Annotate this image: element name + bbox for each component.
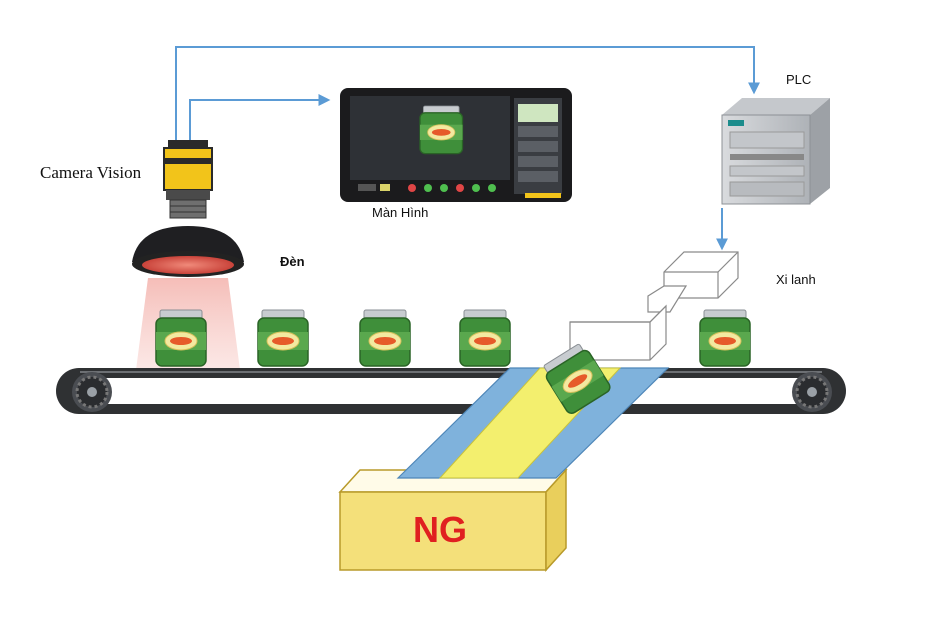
lamp-label: Đèn — [280, 254, 305, 269]
ng-label: NG — [413, 509, 467, 550]
reject-bin-front — [339, 468, 567, 572]
wire-camera-to-screen — [189, 94, 331, 140]
plc-label: PLC — [786, 72, 812, 87]
cylinder-label: Xi lanh — [776, 272, 816, 287]
plc-icon — [721, 98, 830, 205]
jar-item — [359, 309, 411, 367]
jar-item — [257, 309, 309, 367]
wire-camera-to-plc — [175, 46, 760, 140]
jar-item — [155, 309, 207, 367]
cylinder-icon — [569, 251, 739, 361]
screen-label: Màn Hình — [372, 205, 429, 220]
camera-vision-icon — [163, 140, 213, 219]
conveyor-belt — [56, 368, 846, 414]
right-sprocket-icon — [792, 372, 832, 412]
camera-label: Camera Vision — [40, 163, 142, 182]
jar-item — [699, 309, 751, 367]
reject-chute — [396, 340, 670, 479]
monitor-screen-icon — [340, 88, 572, 202]
jar-item — [459, 309, 511, 367]
left-sprocket-icon — [72, 372, 112, 412]
screen-side-panel — [514, 98, 562, 194]
screen-indicator-row — [358, 184, 496, 192]
signal-wires — [175, 46, 760, 251]
